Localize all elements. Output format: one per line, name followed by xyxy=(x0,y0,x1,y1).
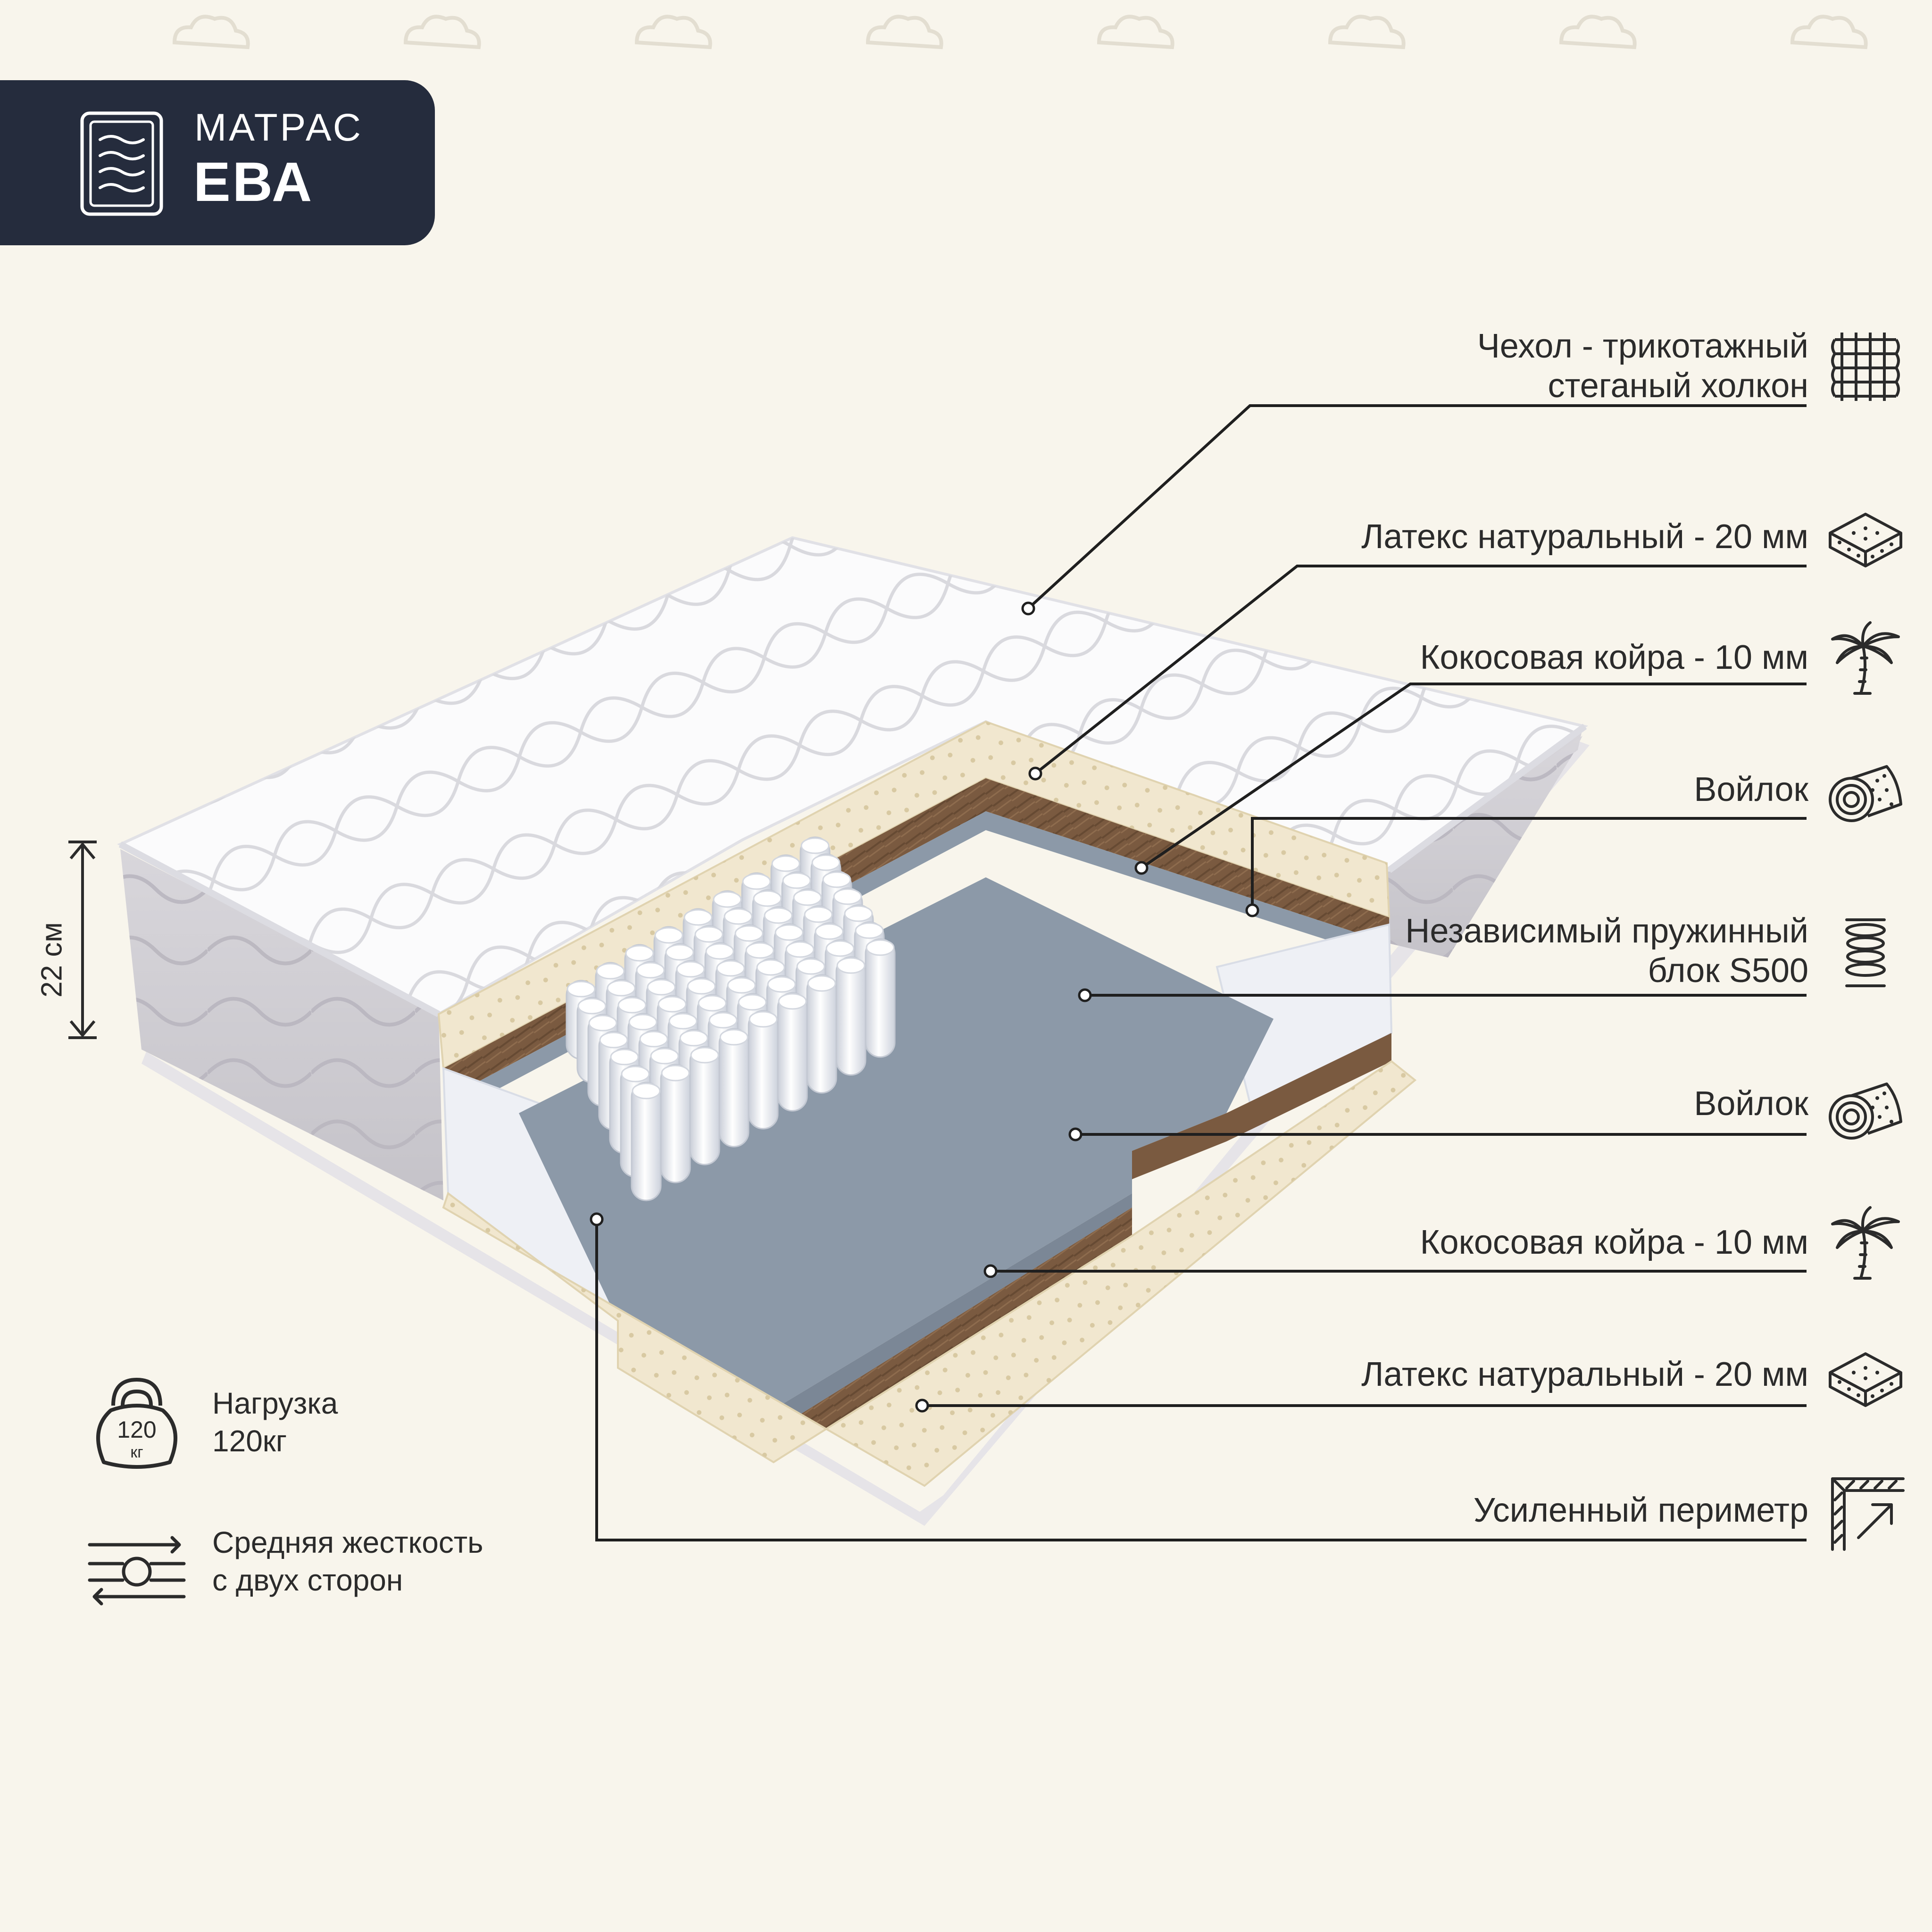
load-icon-value: 120 xyxy=(117,1416,156,1443)
leader-lines xyxy=(595,404,1807,1541)
felt-bottom-layer xyxy=(519,877,1274,1415)
pocket-spring xyxy=(631,1082,662,1201)
firmness-spec: Средняя жесткость с двух сторон xyxy=(212,1525,483,1597)
felt-roll-icon xyxy=(1829,1083,1902,1140)
knit-grid-icon xyxy=(1831,333,1900,401)
cloud-icon xyxy=(634,15,712,50)
cloud-decoration-row xyxy=(172,15,1868,50)
product-name: ЕВА xyxy=(193,151,314,213)
pocket-spring xyxy=(748,1010,779,1130)
leader-cover xyxy=(1027,404,1807,610)
leader-perimeter xyxy=(595,1219,1807,1541)
spring-coil-icon xyxy=(1845,918,1886,987)
height-dimension-label: 22 см xyxy=(35,922,68,998)
leader-anchor-dots xyxy=(590,601,1259,1413)
felt-roll-icon xyxy=(1829,765,1902,822)
cloud-icon xyxy=(1328,15,1406,50)
palm-tree-icon xyxy=(1831,1206,1900,1280)
pocket-spring xyxy=(718,1028,749,1148)
layer-label-latex-top: Латекс натуральный - 20 мм xyxy=(1361,518,1808,556)
latex-block-icon xyxy=(1829,1352,1902,1407)
pocket-spring xyxy=(835,956,866,1076)
firmness-slider-icon xyxy=(88,1536,186,1606)
mattress-logo-icon xyxy=(80,111,163,216)
perimeter-corner-icon xyxy=(1831,1477,1905,1551)
load-icon-unit: кг xyxy=(130,1443,143,1461)
layer-label-felt-top: Войлок xyxy=(1694,771,1808,808)
pocket-spring xyxy=(689,1046,720,1166)
layer-label-springs: Независимый пружинный блок S500 xyxy=(1405,912,1808,990)
product-header: МАТРАС ЕВА xyxy=(0,80,435,245)
leader-felt-top xyxy=(1251,817,1807,910)
layer-label-coir-bottom: Кокосовая койра - 10 мм xyxy=(1420,1224,1808,1261)
cloud-icon xyxy=(1790,15,1868,50)
pocket-spring xyxy=(777,992,808,1112)
leader-coir-top xyxy=(1141,683,1807,869)
load-spec: Нагрузка 120кг xyxy=(212,1386,338,1458)
spring-block xyxy=(566,836,896,1201)
cloud-icon xyxy=(172,15,250,50)
pocket-spring xyxy=(806,974,837,1094)
latex-block-icon xyxy=(1829,513,1902,567)
layer-label-coir-top: Кокосовая койра - 10 мм xyxy=(1420,639,1808,676)
cloud-icon xyxy=(1097,15,1174,50)
layer-label-felt-bottom: Войлок xyxy=(1694,1085,1808,1123)
kettlebell-weight-icon: 120 кг xyxy=(96,1378,177,1469)
layer-label-latex-bottom: Латекс натуральный - 20 мм xyxy=(1361,1356,1808,1393)
product-type-label: МАТРАС xyxy=(194,106,363,149)
cloud-icon xyxy=(1559,15,1637,50)
cloud-icon xyxy=(403,15,481,50)
leader-latex-top xyxy=(1034,565,1807,775)
palm-tree-icon xyxy=(1831,621,1900,695)
layer-label-perimeter: Усиленный периметр xyxy=(1473,1491,1808,1529)
layer-label-cover: Чехол - трикотажный стеганый холкон xyxy=(1477,327,1808,405)
pocket-spring xyxy=(865,938,896,1058)
mattress-body xyxy=(117,536,1590,1526)
height-dimension-marker xyxy=(68,841,97,1039)
cloud-icon xyxy=(866,15,943,50)
cutaway-layers xyxy=(437,720,1417,1487)
pocket-spring xyxy=(660,1064,691,1183)
